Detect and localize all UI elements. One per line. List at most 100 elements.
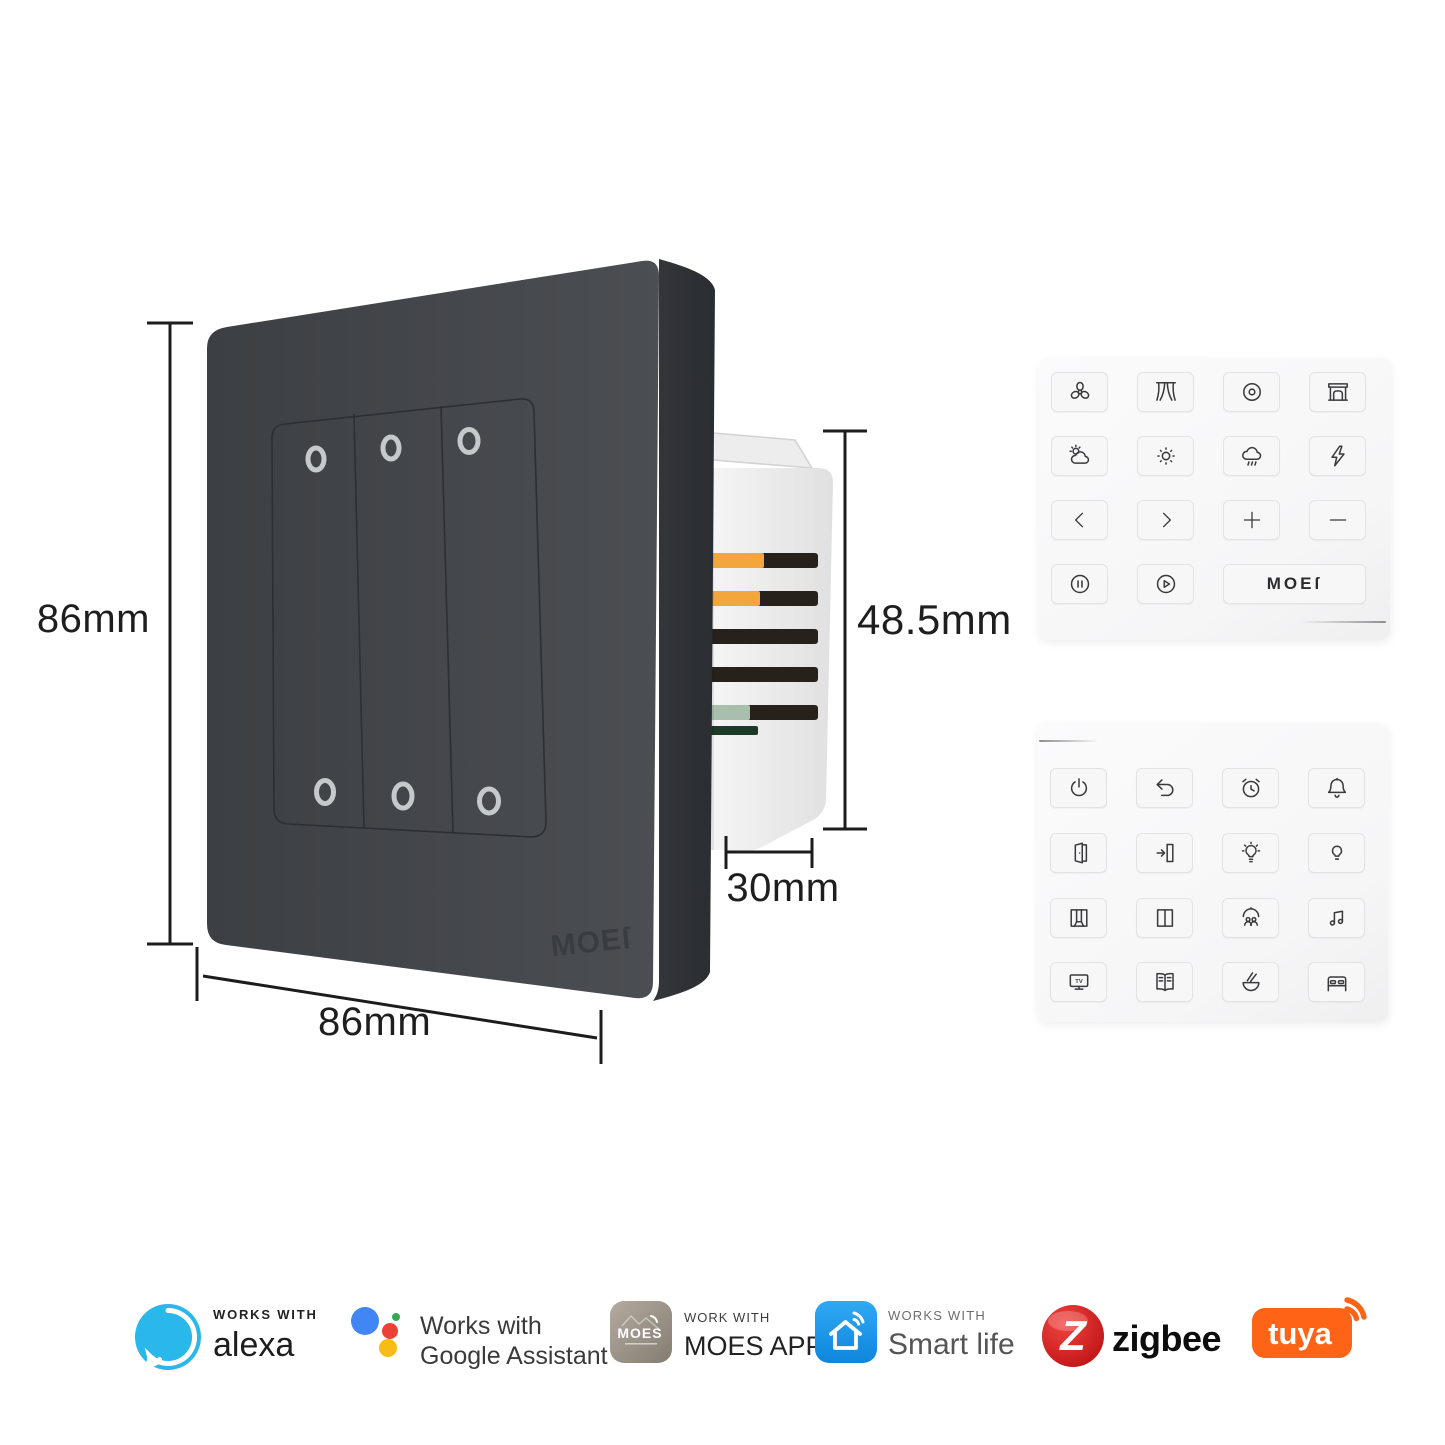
sticker-lightning <box>1309 436 1366 476</box>
sticker-chevron-left <box>1051 500 1108 540</box>
dim-label-width: 86mm <box>318 1000 432 1044</box>
sticker-fan <box>1051 372 1108 412</box>
sticker-curtains-open <box>1137 372 1194 412</box>
google-works-with: Works with <box>420 1312 542 1340</box>
sticker-moes-logo: MOEſ <box>1223 564 1366 604</box>
svg-text:TV: TV <box>1075 979 1083 985</box>
minus-icon <box>1329 519 1346 521</box>
tuya-wordmark: tuya <box>1268 1316 1333 1351</box>
sticker-undo <box>1136 768 1193 808</box>
sticker-music <box>1308 898 1365 938</box>
module-fins <box>702 553 818 735</box>
dim-label-module-height: 48.5mm <box>857 596 1012 643</box>
module-mounting-tab <box>698 432 814 469</box>
module-pcb-dark-green <box>702 726 758 735</box>
undo-icon <box>1155 779 1173 797</box>
food-icon <box>1241 972 1260 992</box>
zigbee-logo-icon: Z <box>1042 1305 1104 1367</box>
relay-module <box>698 432 833 852</box>
module-body <box>700 468 833 852</box>
dim-line-width <box>195 947 603 1064</box>
google-wordmark: Google Assistant <box>420 1342 608 1370</box>
sticker-door-open <box>1050 833 1107 873</box>
alarm-clock-icon <box>1241 778 1260 798</box>
sticker-alarm-clock <box>1222 768 1279 808</box>
chevron-right-icon <box>1162 512 1171 528</box>
curtains-open-icon <box>1155 382 1176 401</box>
lightning-icon <box>1330 445 1345 467</box>
family-icon <box>1242 907 1259 926</box>
dimension-lines <box>147 321 867 1064</box>
sticker-door-enter <box>1136 833 1193 873</box>
sticker-window <box>1136 898 1193 938</box>
smart-life-icon <box>815 1301 877 1363</box>
smartlife-badge-text: WORKS WITH Smart life <box>888 1308 1015 1363</box>
disc-icon <box>1242 383 1261 401</box>
google-assistant-icon <box>351 1307 400 1357</box>
alexa-wordmark: alexa <box>213 1325 295 1364</box>
moes-logo-text: MOEſ <box>1266 574 1323 593</box>
curtains-closed-icon <box>1069 909 1088 927</box>
sticker-bell <box>1308 768 1365 808</box>
bulb-bright-icon <box>1241 841 1260 863</box>
moes-badge-text: WORK WITH MOES APP <box>684 1310 824 1362</box>
book-icon <box>1155 972 1174 992</box>
sticker-power <box>1050 768 1107 808</box>
alexa-works-with: WORKS WITH <box>213 1307 318 1322</box>
window-icon <box>1156 909 1173 927</box>
tv-icon: TV <box>1069 974 1088 990</box>
sheet-fold-line <box>1039 740 1099 742</box>
sheet-fold-line <box>1300 621 1386 623</box>
alexa-logo-icon <box>135 1304 201 1370</box>
moes-wordmark: MOES APP <box>684 1330 824 1361</box>
dim-line-height <box>147 321 193 946</box>
music-icon <box>1329 910 1343 926</box>
sticker-chevron-right <box>1137 500 1194 540</box>
bell-icon <box>1327 777 1346 798</box>
cloud-sun-icon <box>1068 444 1089 464</box>
module-pcb-green <box>702 705 750 720</box>
icon-sheet-bottom: TV <box>1037 723 1388 1022</box>
sticker-bulb <box>1308 833 1365 873</box>
indicator-rings <box>305 427 501 816</box>
play-icon <box>1156 574 1175 594</box>
module-terminal-orange <box>702 553 764 568</box>
sticker-pause <box>1051 564 1108 604</box>
door-open-icon <box>1074 842 1087 864</box>
pause-icon <box>1070 574 1089 594</box>
sticker-play <box>1137 564 1194 604</box>
chevron-left-icon <box>1074 512 1083 528</box>
dim-line-module-height <box>823 429 867 831</box>
rain-icon <box>1241 446 1261 466</box>
moes-app-icon: MOES <box>610 1301 672 1363</box>
rocker-divider <box>353 413 365 829</box>
sticker-family <box>1222 898 1279 938</box>
bed-icon <box>1327 976 1346 992</box>
rocker-divider <box>440 405 454 834</box>
google-badge-text: Works with Google Assistant <box>420 1311 608 1371</box>
sticker-plus <box>1223 500 1280 540</box>
dim-label-height: 86mm <box>36 597 150 641</box>
sticker-disc <box>1223 372 1280 412</box>
panel-side-face <box>653 259 715 1001</box>
zigbee-wordmark: zigbee <box>1112 1318 1222 1359</box>
smartlife-works-with: WORKS WITH <box>888 1308 986 1323</box>
plus-icon <box>1243 511 1260 529</box>
module-terminal-orange <box>702 591 760 606</box>
sticker-tv: TV <box>1050 962 1107 1002</box>
fan-icon <box>1070 381 1089 399</box>
zigbee-icon-letter: Z <box>1059 1312 1087 1359</box>
rocker-plate <box>271 398 547 838</box>
sticker-fireplace <box>1309 372 1366 412</box>
dim-line-module-depth <box>724 836 814 869</box>
tuya-logo-icon: tuya <box>1252 1297 1367 1358</box>
sticker-food <box>1222 962 1279 1002</box>
moes-app-icon-label: MOES <box>617 1325 662 1341</box>
fireplace-icon <box>1327 383 1348 401</box>
door-enter-icon <box>1155 843 1174 863</box>
bulb-icon <box>1331 845 1342 860</box>
panel-front-face <box>207 260 659 999</box>
sticker-bulb-bright <box>1222 833 1279 873</box>
